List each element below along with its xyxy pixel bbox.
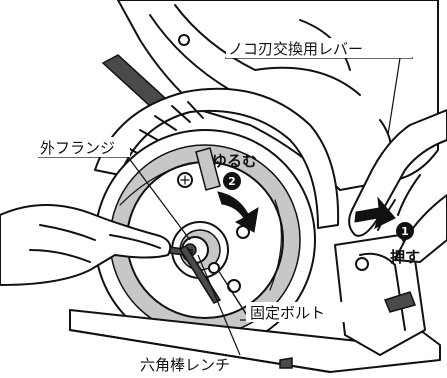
label-background-flange xyxy=(38,137,130,157)
lock-lever xyxy=(177,147,221,191)
label-hex-wrench: 六角棒レンチ xyxy=(140,356,230,374)
label-loosen: ゆるむ xyxy=(212,152,257,170)
left-hand xyxy=(0,204,172,286)
press-arrow xyxy=(354,196,396,229)
step-2-number: 2 xyxy=(228,175,236,188)
label-outer-flange: 外フランジ xyxy=(40,139,115,157)
step-1-badge: 1 xyxy=(396,222,414,240)
label-lever: ノコ刃交換用レバー xyxy=(228,40,363,58)
label-background-bolt xyxy=(246,302,370,322)
label-background-lever xyxy=(226,38,412,58)
label-fixing-bolt: 固定ボルト xyxy=(250,304,325,322)
step-2-badge: 2 xyxy=(223,172,241,190)
label-press: 押す xyxy=(390,248,420,266)
step-1-number: 1 xyxy=(401,225,409,238)
loosen-arrow xyxy=(217,191,259,233)
